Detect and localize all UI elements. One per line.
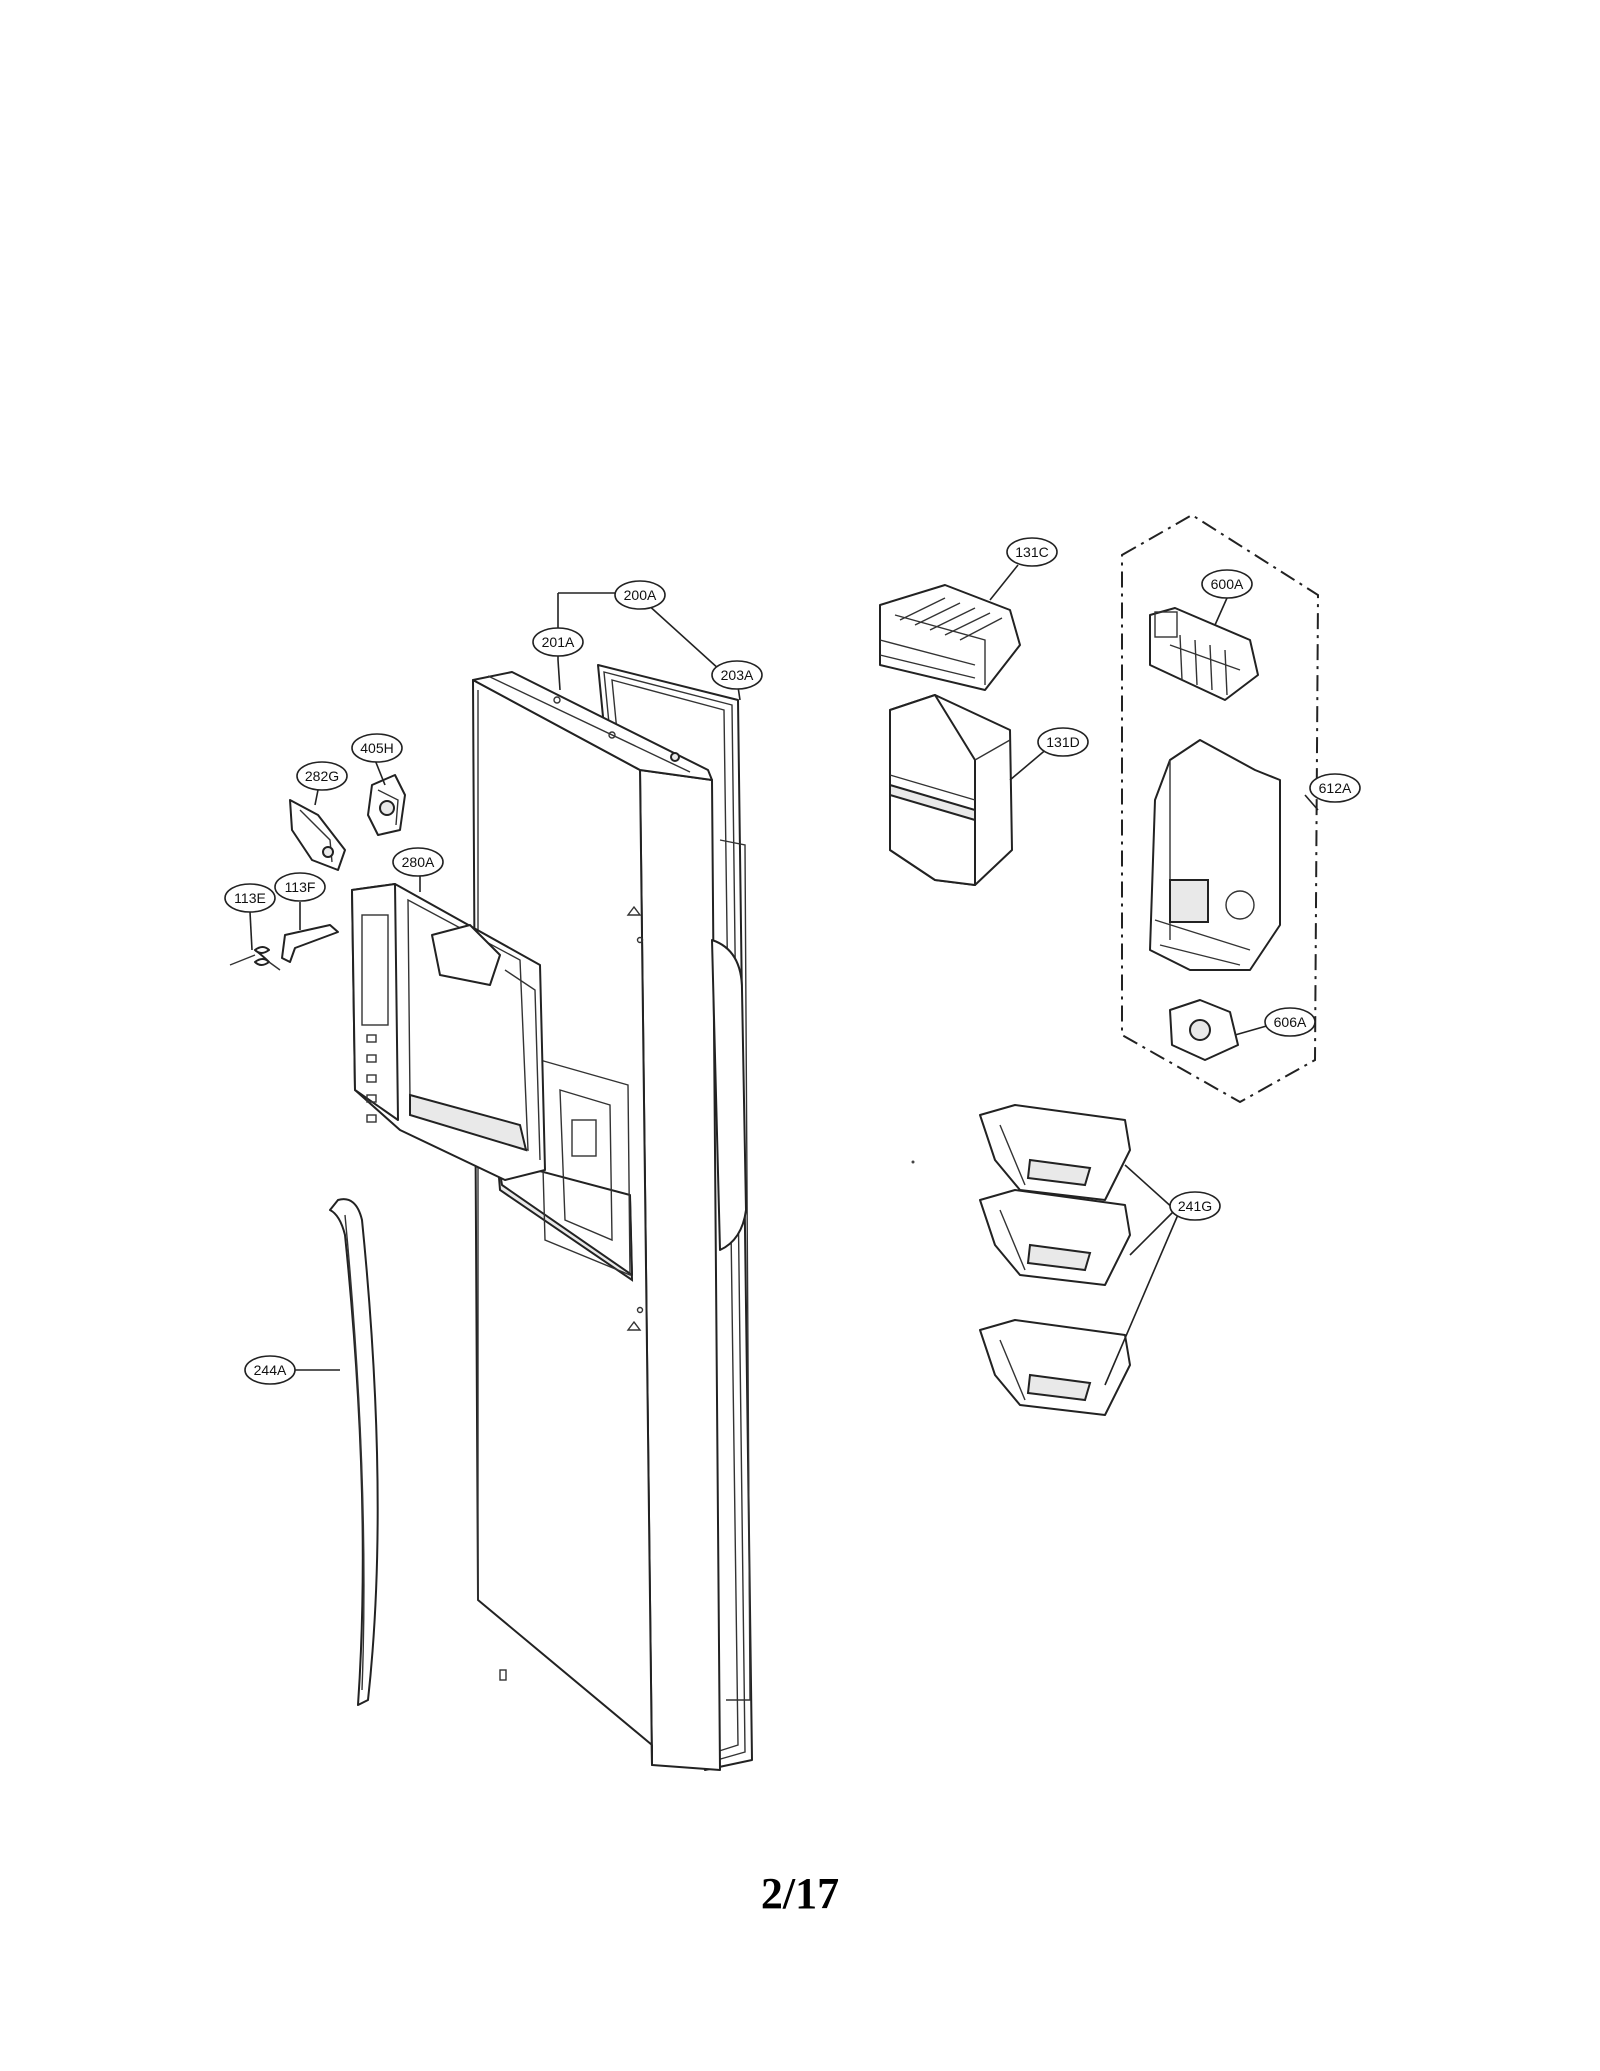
callout-203A: 203A: [711, 660, 763, 690]
stray-dot: [911, 1160, 915, 1164]
callout-113F: 113F: [274, 872, 326, 902]
callout-606A: 606A: [1264, 1007, 1316, 1037]
callout-131D: 131D: [1037, 727, 1089, 757]
callout-282G: 282G: [296, 761, 348, 791]
dispenser-cover-part: [351, 883, 546, 1181]
callout-405H-label: 405H: [360, 740, 393, 756]
callout-203A-label: 203A: [721, 667, 754, 683]
callout-600A-label: 600A: [1211, 576, 1244, 592]
door-bin-part: [979, 1104, 1131, 1201]
ice-bin-cover-part: [879, 584, 1021, 691]
callout-241G: 241G: [1169, 1191, 1221, 1221]
icemaker-assembly-boundary: [1121, 513, 1320, 1104]
callout-200A-label: 200A: [624, 587, 657, 603]
callout-244A: 244A: [244, 1355, 296, 1385]
callout-280A: 280A: [392, 847, 444, 877]
callout-131C-label: 131C: [1015, 544, 1048, 560]
callout-113E: 113E: [224, 883, 276, 913]
door-panel-part: [472, 671, 747, 1771]
auger-motor-part: [1169, 999, 1239, 1061]
funnel-motor-part: [367, 774, 406, 836]
dispenser-lever-part: [289, 799, 346, 871]
bracket-part: [281, 924, 339, 963]
callout-600A: 600A: [1201, 569, 1253, 599]
callout-405H: 405H: [351, 733, 403, 763]
callout-241G-label: 241G: [1178, 1198, 1212, 1214]
callout-280A-label: 280A: [402, 854, 435, 870]
callout-612A-label: 612A: [1319, 780, 1352, 796]
callout-612A: 612A: [1309, 773, 1361, 803]
callout-113F-label: 113F: [285, 879, 316, 895]
callout-606A-label: 606A: [1274, 1014, 1307, 1030]
callout-201A: 201A: [532, 627, 584, 657]
callout-113E-label: 113E: [234, 890, 266, 906]
icemaker-part: [1149, 607, 1259, 701]
door-handle-part: [329, 1198, 379, 1706]
page-number: 2/17: [760, 1869, 840, 1918]
callout-282G-label: 282G: [305, 768, 339, 784]
door-bin-part: [979, 1189, 1131, 1286]
callout-131D-label: 131D: [1046, 734, 1079, 750]
ice-bin-part: [889, 694, 1013, 886]
callout-201A-label: 201A: [542, 634, 575, 650]
icemaker-housing-part: [1149, 739, 1281, 971]
callout-244A-label: 244A: [254, 1362, 287, 1378]
door-bin-part: [979, 1319, 1131, 1416]
spring-part: [229, 946, 281, 971]
callout-200A: 200A: [614, 580, 666, 610]
callout-131C: 131C: [1006, 537, 1058, 567]
